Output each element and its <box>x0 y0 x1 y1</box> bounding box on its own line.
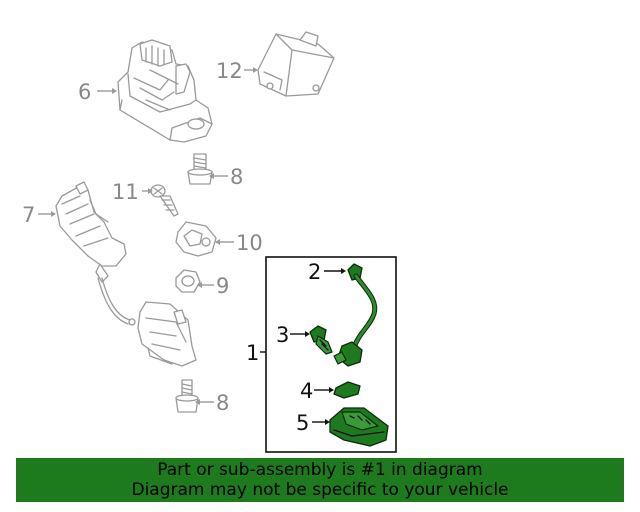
callout-8-upper[interactable]: 8 <box>230 165 243 189</box>
callout-9[interactable]: 9 <box>216 274 229 298</box>
callout-2[interactable]: 2 <box>308 260 321 284</box>
banner-line-2: Diagram may not be specific to your vehi… <box>131 480 509 500</box>
banner-line-1: Part or sub-assembly is #1 in diagram <box>157 460 483 480</box>
part-4-gasket[interactable] <box>333 381 361 399</box>
callout-5[interactable]: 5 <box>296 411 309 435</box>
part-10-bracket[interactable] <box>175 221 217 257</box>
callout-7[interactable]: 7 <box>22 203 35 227</box>
part-12-control-module[interactable] <box>257 31 335 97</box>
part-9-nut[interactable] <box>175 269 201 293</box>
callout-8-lower[interactable]: 8 <box>216 391 229 415</box>
part-8-bolt-upper[interactable] <box>187 153 213 185</box>
part-11-screw[interactable] <box>150 184 179 217</box>
callout-4[interactable]: 4 <box>300 379 313 403</box>
part-8-bolt-lower[interactable] <box>175 379 199 413</box>
callout-1[interactable]: 1 <box>246 341 259 365</box>
part-3-bolt[interactable] <box>309 325 333 355</box>
callout-10[interactable]: 10 <box>236 231 263 255</box>
part-2-wire-harness[interactable] <box>333 263 378 367</box>
part-5-switch-handle[interactable] <box>329 407 389 447</box>
part-6-actuator-housing[interactable] <box>117 39 213 143</box>
callout-6[interactable]: 6 <box>78 80 91 104</box>
diagram-notice-banner: Part or sub-assembly is #1 in diagram Di… <box>16 458 624 502</box>
part-7-lock-assembly[interactable] <box>55 181 197 367</box>
callout-3[interactable]: 3 <box>276 323 289 347</box>
callout-11[interactable]: 11 <box>112 180 139 204</box>
callout-12[interactable]: 12 <box>216 59 243 83</box>
